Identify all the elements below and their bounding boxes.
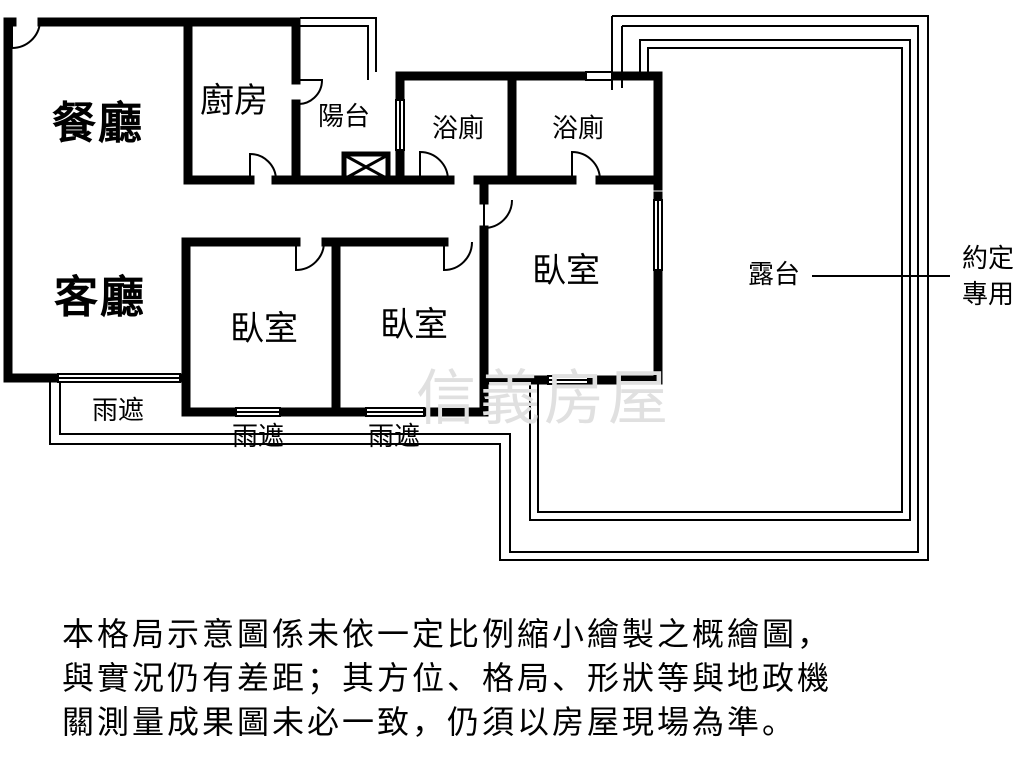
door-swings bbox=[11, 21, 601, 272]
terrace-note-line-1: 約定 bbox=[962, 244, 1015, 274]
disclaimer: 本格局示意圖係未依一定比例縮小繪製之概繪圖， 與實況仍有差距；其方位、格局、形狀… bbox=[62, 612, 962, 744]
storage-box bbox=[341, 151, 391, 183]
disclaimer-line-2: 與實況仍有差距；其方位、格局、形狀等與地政機 bbox=[62, 659, 833, 697]
room-label-kitchen: 廚房 bbox=[200, 81, 268, 121]
disclaimer-line-1: 本格局示意圖係未依一定比例縮小繪製之概繪圖， bbox=[62, 615, 833, 653]
area-label-awning-2: 雨遮 bbox=[232, 422, 285, 452]
room-label-bedroom-1: 臥室 bbox=[532, 251, 600, 291]
room-label-balcony: 陽台 bbox=[318, 102, 371, 132]
terrace-boundary bbox=[49, 15, 929, 561]
area-label-awning-1: 雨遮 bbox=[92, 396, 145, 426]
terrace-note-line-2: 專用 bbox=[962, 280, 1015, 310]
room-label-bath-2: 浴廁 bbox=[552, 114, 605, 144]
room-label-bedroom-2: 臥室 bbox=[230, 309, 298, 349]
watermark-logo: 信義房屋 bbox=[416, 364, 672, 434]
room-label-terrace: 露台 bbox=[748, 260, 801, 290]
room-label-bath-1: 浴廁 bbox=[432, 114, 485, 144]
walls bbox=[3, 17, 663, 417]
windows bbox=[57, 71, 663, 417]
room-label-bedroom-3: 臥室 bbox=[380, 305, 448, 345]
room-label-living: 客廳 bbox=[54, 272, 146, 323]
room-label-dining: 餐廳 bbox=[52, 98, 144, 149]
disclaimer-line-3: 關測量成果圖未必一致，仍須以房屋現場為準。 bbox=[62, 703, 798, 741]
area-label-awning-3: 雨遮 bbox=[368, 422, 421, 452]
